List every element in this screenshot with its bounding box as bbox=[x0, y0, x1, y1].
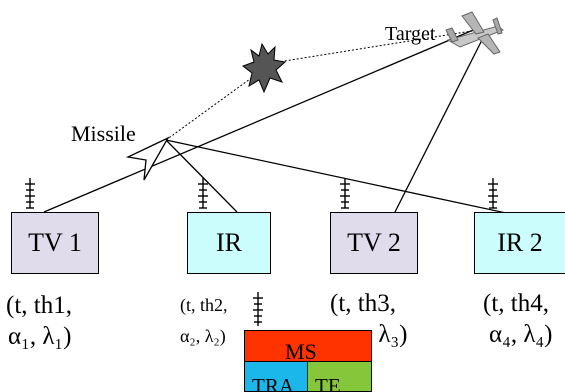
sensor-ir-label: IR bbox=[216, 228, 242, 257]
missile-trajectory bbox=[165, 29, 479, 141]
coord-line: (t, th1, bbox=[6, 292, 72, 319]
sensor-tv2-label: TV 2 bbox=[347, 228, 401, 257]
antenna-icon bbox=[488, 178, 498, 209]
coord-line: α₁, λ₁) bbox=[8, 323, 72, 351]
ms-unit-top: MS bbox=[244, 330, 372, 362]
ms-unit-te: TE bbox=[307, 361, 372, 392]
antenna-icon bbox=[198, 178, 208, 209]
sensor-tv2-box: TV 2 bbox=[330, 212, 418, 274]
coord-line: α₂, λ₂) bbox=[180, 325, 226, 346]
coord-line: (t, th4, bbox=[483, 290, 549, 317]
sensor-tv1-coords: (t, th1, α₁, λ₁) bbox=[6, 290, 72, 353]
coord-line: (t, th2, bbox=[180, 295, 228, 315]
sensor-ir-coords: (t, th2, α₂, λ₂) bbox=[180, 290, 228, 351]
sightline-tv1-target bbox=[43, 27, 479, 213]
sensor-tv2-coords: (t, th3, α₃, λ₃) bbox=[330, 288, 407, 351]
ms-unit-tra-label: TRA bbox=[252, 374, 294, 392]
ms-unit-te-label: TE bbox=[315, 374, 341, 392]
target-label: Target bbox=[385, 23, 436, 45]
antenna-icon bbox=[340, 178, 350, 209]
sightline-ir-missile bbox=[165, 139, 238, 213]
sightline-ir2-missile bbox=[165, 139, 549, 223]
antenna-icon bbox=[25, 178, 35, 209]
coord-line: α₄, λ₄) bbox=[489, 321, 553, 349]
sensor-ir2-coords: (t, th4, α₄, λ₄) bbox=[483, 288, 552, 351]
sensor-tv1-label: TV 1 bbox=[28, 228, 82, 257]
sightline-tv2-target bbox=[394, 35, 485, 213]
coord-line: (t, th3, bbox=[330, 290, 396, 317]
explosion-icon bbox=[241, 42, 287, 94]
ms-unit-tra: TRA bbox=[244, 361, 308, 392]
missile-icon bbox=[125, 136, 170, 181]
ms-unit-label: MS bbox=[285, 339, 317, 362]
sensor-ir2-box: IR 2 bbox=[474, 212, 565, 274]
aircraft-icon bbox=[445, 11, 504, 55]
sensor-ir-box: IR bbox=[187, 212, 271, 274]
missile-label: Missile bbox=[71, 121, 136, 146]
sensor-tv1-box: TV 1 bbox=[11, 212, 99, 274]
antenna-icon bbox=[253, 292, 263, 326]
sensor-ir2-label: IR 2 bbox=[497, 228, 543, 257]
